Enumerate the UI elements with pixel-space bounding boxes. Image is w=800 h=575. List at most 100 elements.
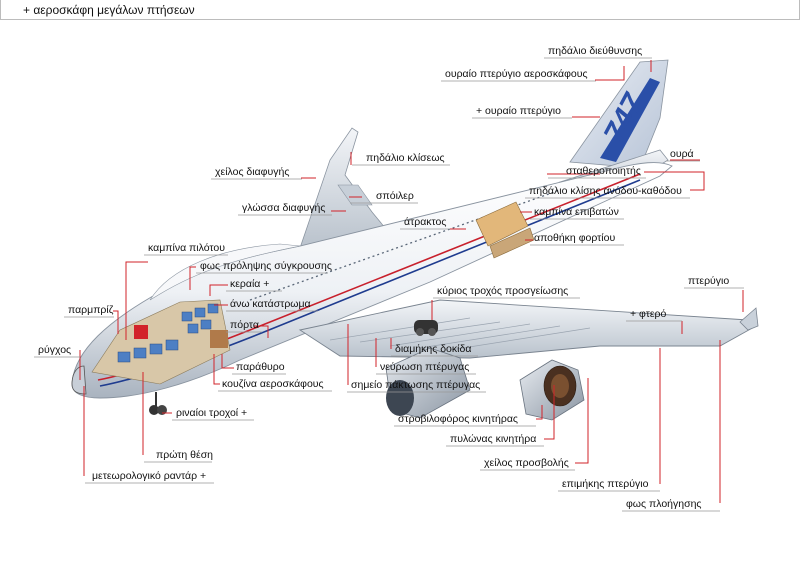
label-passenger-cabin: καμπίνα επιβατών (530, 206, 624, 220)
label-trailing-edge: χείλος διαφυγής (211, 166, 302, 180)
svg-text:κουζίνα αεροσκάφους: κουζίνα αεροσκάφους (222, 378, 324, 390)
svg-text:ουραίο πτερύγιο αεροσκάφους: ουραίο πτερύγιο αεροσκάφους (445, 68, 588, 80)
svg-text:ουρά: ουρά (670, 148, 694, 160)
main-gear (414, 320, 438, 336)
svg-text:σημείο πάκτωσης πτέρυγας: σημείο πάκτωσης πτέρυγας (351, 379, 480, 391)
svg-text:φως πλοήγησης: φως πλοήγησης (626, 498, 701, 510)
svg-text:άνω κατάστρωμα: άνω κατάστρωμα (230, 298, 311, 310)
engine-inner (385, 347, 471, 419)
upper-wing-flaps (337, 184, 373, 206)
label-nose: ρύγχος (34, 344, 80, 358)
label-rudder: πηδάλιο διεύθυνσης (544, 45, 652, 59)
svg-text:πρώτη θέση: πρώτη θέση (156, 449, 213, 461)
svg-text:αποθήκη φορτίου: αποθήκη φορτίου (534, 232, 615, 244)
svg-text:πηδάλιο κλίσεως: πηδάλιο κλίσεως (366, 152, 445, 164)
svg-text:στροβιλοφόρος κινητήρας: στροβιλοφόρος κινητήρας (398, 413, 518, 425)
svg-text:διαμήκης δοκίδα: διαμήκης δοκίδα (395, 343, 471, 355)
label-wing-root: σημείο πάκτωσης πτέρυγας (347, 379, 486, 393)
svg-text:άτρακτος: άτρακτος (404, 216, 446, 228)
label-fin: + ουραίο πτερύγιο (472, 105, 572, 119)
svg-text:ρύγχος: ρύγχος (38, 344, 71, 356)
label-galley: κουζίνα αεροσκάφους (218, 378, 332, 392)
label-fuselage: άτρακτος (400, 216, 450, 230)
label-winglet: πτερύγιο (684, 275, 744, 289)
tail-stripe (600, 78, 660, 162)
label-antenna: κεραία + (226, 278, 282, 292)
svg-text:πτερύγιο: πτερύγιο (688, 275, 729, 287)
galley-block (210, 330, 228, 348)
label-flap: γλώσσα διαφυγής (238, 202, 332, 216)
svg-text:σταθεροποιητής: σταθεροποιητής (566, 165, 641, 177)
label-turbofan-engine: στροβιλοφόρος κινητήρας (394, 413, 536, 427)
svg-text:καμπίνα επιβατών: καμπίνα επιβατών (534, 206, 619, 218)
svg-text:γλώσσα διαφυγής: γλώσσα διαφυγής (242, 202, 325, 214)
label-windshield: παρμπρίζ (64, 304, 114, 318)
label-anti-collision-light: φως πρόληψης σύγκρουσης (196, 260, 332, 274)
svg-text:καμπίνα πιλότου: καμπίνα πιλότου (148, 242, 225, 254)
svg-text:μετεωρολογικό ραντάρ +: μετεωρολογικό ραντάρ + (92, 470, 206, 482)
svg-text:παρμπρίζ: παρμπρίζ (68, 304, 114, 316)
svg-text:κεραία +: κεραία + (230, 278, 269, 290)
upper-deck-seats (181, 303, 219, 334)
leader-galley (213, 354, 220, 385)
label-aileron: πηδάλιο κλίσεως (352, 152, 450, 166)
nose-cutaway (91, 299, 231, 385)
label-flight-deck: καμπίνα πιλότου (144, 242, 228, 256)
svg-text:φως πρόληψης σύγκρουσης: φως πρόληψης σύγκρουσης (200, 260, 332, 272)
leader-window (221, 354, 234, 369)
label-elevator: πηδάλιο κλίσης ανόδου-καθόδου (525, 185, 690, 199)
label-cargo-hold: αποθήκη φορτίου (530, 232, 624, 246)
label-tail-cone: ουρά (666, 148, 700, 162)
cargo-cutaway (489, 227, 535, 259)
label-horizontal-stabilizer: σταθεροποιητής (548, 165, 646, 179)
svg-text:χείλος διαφυγής: χείλος διαφυγής (215, 166, 289, 178)
rear-cabin-cutaway (475, 201, 529, 247)
labels: πηδάλιο διεύθυνσης ουραίο πτερύγιο αεροσ… (34, 45, 744, 512)
diagram-title: + αεροσκάφη μεγάλων πτήσεων (23, 3, 195, 17)
label-leading-edge-flap: επιμήκης πτερύγιο (558, 478, 660, 492)
svg-text:πηδάλιο κλίσης ανόδου-καθόδου: πηδάλιο κλίσης ανόδου-καθόδου (529, 185, 682, 197)
radome (71, 365, 87, 395)
leader-pylon (544, 385, 555, 440)
svg-text:+ φτερό: + φτερό (630, 308, 667, 320)
label-leading-edge: χείλος προσβολής (480, 457, 575, 471)
engine-outer (519, 359, 585, 421)
svg-text:σπόιλερ: σπόιλερ (376, 190, 414, 202)
lower-wing (298, 299, 757, 359)
svg-text:νεύρωση πτέρυγας: νεύρωση πτέρυγας (380, 361, 469, 373)
aircraft: 747 (71, 59, 759, 421)
leader-windshield (113, 310, 119, 334)
leader-vertical-stabilizer (595, 66, 625, 81)
label-wing: + φτερό (626, 308, 682, 322)
label-wing-rib: νεύρωση πτέρυγας (376, 361, 476, 375)
svg-text:πόρτα: πόρτα (230, 319, 259, 331)
leader-flight-deck (125, 261, 148, 340)
label-first-class: πρώτη θέση (144, 449, 213, 463)
svg-text:επιμήκης πτερύγιο: επιμήκης πτερύγιο (562, 478, 649, 490)
svg-text:χείλος προσβολής: χείλος προσβολής (484, 457, 569, 469)
leader-antenna (209, 284, 228, 296)
label-door: πόρτα (226, 319, 262, 333)
label-window: παράθυρο (232, 361, 286, 375)
leader-lines (79, 60, 744, 503)
label-main-landing-gear: κύριος τροχός προσγείωσης (433, 285, 580, 299)
leader-anti-collision (189, 266, 196, 290)
leader-elevator (644, 171, 705, 191)
svg-text:+ ουραίο πτερύγιο: + ουραίο πτερύγιο (476, 105, 561, 117)
leader-engine (536, 405, 543, 420)
svg-text:κύριος τροχός προσγείωσης: κύριος τροχός προσγείωσης (437, 285, 568, 297)
label-upper-deck: άνω κατάστρωμα (226, 298, 318, 312)
leader-leading-edge (575, 378, 589, 464)
winglet-shape (739, 307, 759, 331)
label-engine-pylon: πυλώνας κινητήρα (446, 433, 544, 447)
svg-text:παράθυρο: παράθυρο (236, 361, 285, 373)
label-navigation-light: φως πλοήγησης (622, 498, 720, 512)
nose-gear (149, 392, 167, 415)
svg-text:ριναίοι τροχοί +: ριναίοι τροχοί + (176, 407, 247, 419)
leader-door (254, 325, 269, 338)
label-spoiler: σπόιλερ (350, 190, 418, 204)
label-vertical-stabilizer: ουραίο πτερύγιο αεροσκάφους (441, 68, 596, 82)
svg-text:πυλώνας κινητήρα: πυλώνας κινητήρα (450, 433, 536, 445)
title-bar: + αεροσκάφη μεγάλων πτήσεων (0, 0, 800, 20)
